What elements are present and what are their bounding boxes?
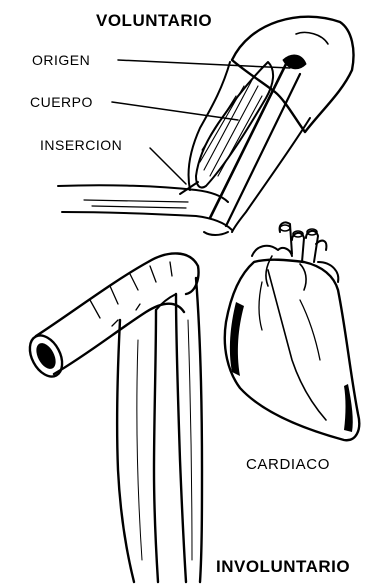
origin-label: ORIGEN [32,53,90,67]
arm-illustration [58,17,354,235]
body-label: CUERPO [30,95,93,109]
voluntary-title: VOLUNTARIO [96,12,212,29]
involuntary-title: INVOLUNTARIO [216,558,350,575]
cardiac-label: CARDIACO [246,457,330,472]
heart-illustration [225,222,359,440]
smooth-muscle-illustration [23,253,202,582]
insertion-label: INSERCION [40,138,122,152]
